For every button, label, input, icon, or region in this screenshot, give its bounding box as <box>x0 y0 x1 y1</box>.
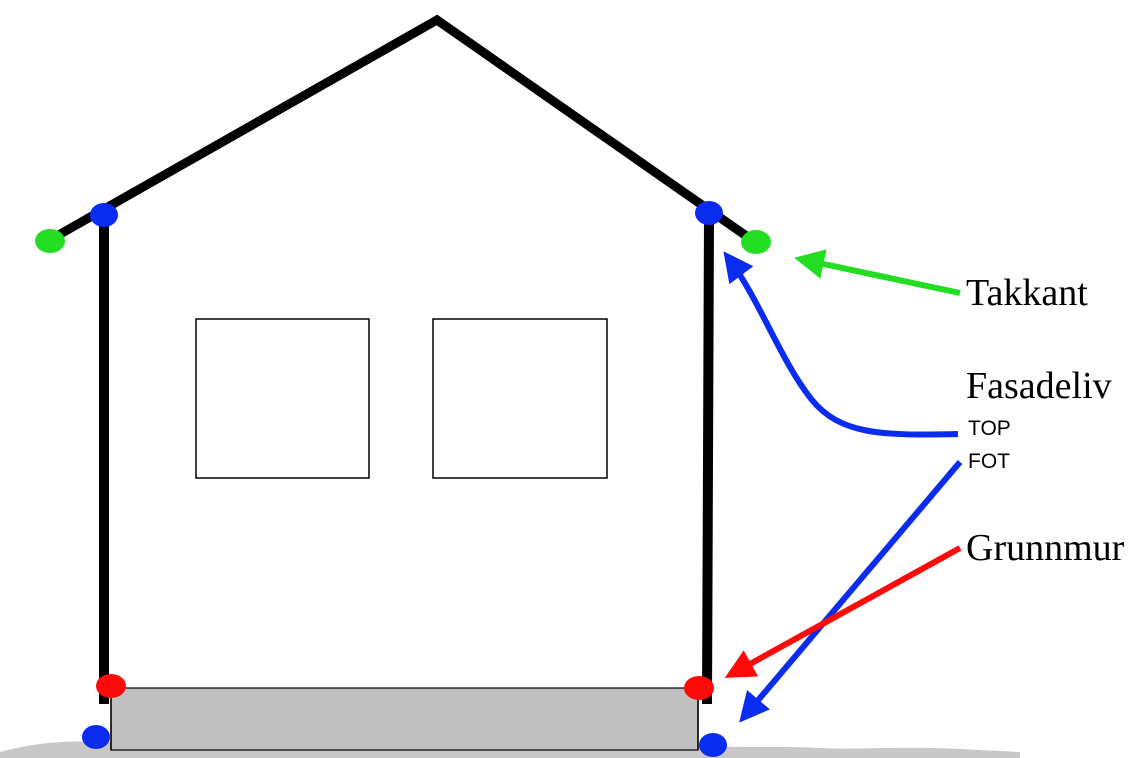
arrow-left-icon <box>794 249 961 296</box>
fasadeliv-fot-marker-right <box>699 733 727 757</box>
fasadeliv-top-marker-right <box>695 201 723 225</box>
grunnmur-arrow <box>724 545 962 678</box>
right-wall <box>702 214 714 705</box>
roof <box>45 14 758 246</box>
label-takkant: Takkant <box>966 272 1088 314</box>
takkant-marker-right <box>741 230 771 254</box>
window-right <box>432 318 608 479</box>
fasadeliv-top-marker-left <box>90 203 118 227</box>
arrow-down-left-icon <box>724 545 962 678</box>
label-grunnmur: Grunnmur <box>966 527 1125 569</box>
label-fasadeliv: Fasadeliv <box>966 365 1112 407</box>
label-fot: FOT <box>968 450 1010 473</box>
takkant-marker-left <box>35 229 65 253</box>
fasadeliv-fot-marker-left <box>82 725 110 749</box>
arrow-down-left-icon <box>739 460 963 723</box>
grunnmur-marker-left <box>96 674 126 698</box>
arrow-up-left-icon <box>723 251 959 438</box>
grunnmur-marker-right <box>684 676 714 700</box>
takkant-arrow <box>794 249 961 296</box>
foundation <box>110 687 699 751</box>
label-top: TOP <box>968 417 1011 440</box>
window-left <box>195 318 370 479</box>
fasadeliv-top-arrow <box>723 251 959 438</box>
fasadeliv-fot-arrow <box>739 460 963 723</box>
